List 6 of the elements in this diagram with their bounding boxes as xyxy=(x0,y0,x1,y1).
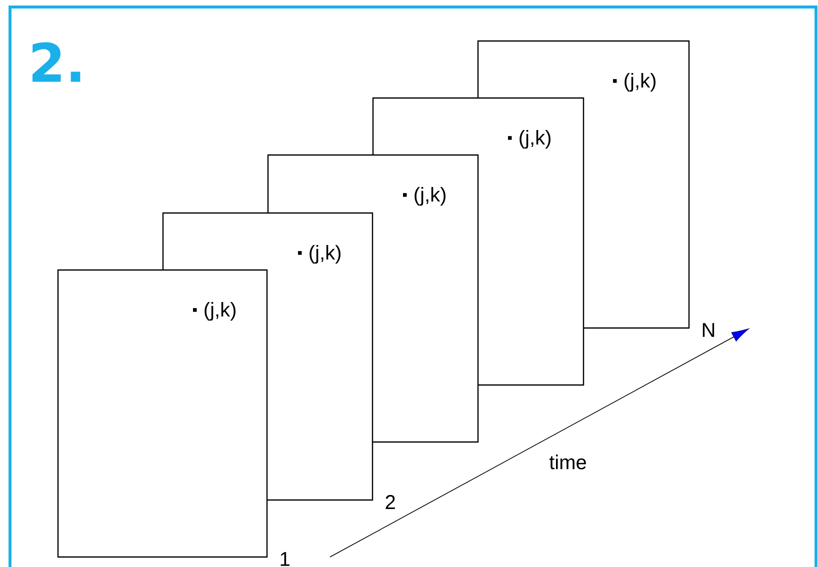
image-frame: (j,k) xyxy=(57,269,268,558)
frame-number: N xyxy=(702,323,714,337)
step-number: 2. xyxy=(32,42,80,82)
frame-number: 2 xyxy=(386,495,395,509)
frame-number: 1 xyxy=(280,552,290,566)
axis-label: time xyxy=(549,454,586,470)
